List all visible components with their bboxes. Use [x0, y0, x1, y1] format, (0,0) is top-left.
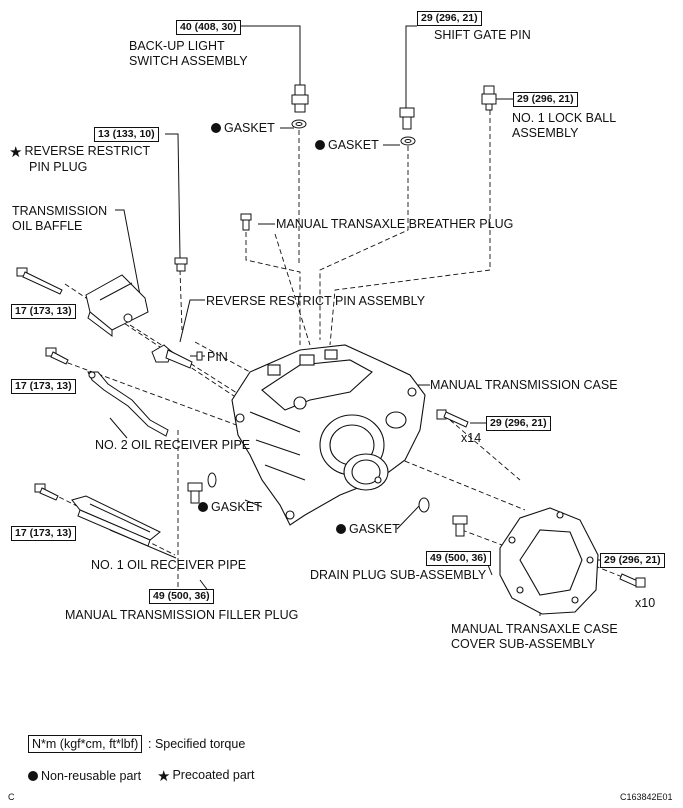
legend-precoated: ★Precoated part — [157, 768, 254, 784]
label-gasket-1: GASKET — [211, 121, 275, 136]
backup-switch-part — [291, 84, 309, 129]
label-gasket-text: GASKET — [349, 522, 400, 536]
torque-box-bolt-baffle: 17 (173, 13) — [11, 304, 76, 319]
label-case-cover: MANUAL TRANSAXLE CASE COVER SUB-ASSEMBLY — [451, 622, 618, 652]
legend-torque-box: N*m (kgf*cm, ft*lbf) — [28, 735, 143, 753]
label-gasket-text: GASKET — [328, 138, 379, 152]
leader-shift-gate-pin — [405, 25, 417, 108]
torque-box-reverse-plug: 13 (133, 10) — [94, 127, 159, 142]
torque-box-shift-gate-pin: 29 (296, 21) — [417, 11, 482, 26]
legend-non-reusable-text: Non-reusable part — [41, 769, 142, 783]
non-reusable-dot-icon — [28, 771, 38, 781]
case-cover-part — [499, 507, 599, 615]
precoated-star-icon: ★ — [9, 144, 23, 161]
label-baffle-line2: OIL BAFFLE — [12, 219, 83, 233]
label-transmission-case: MANUAL TRANSMISSION CASE — [430, 378, 618, 392]
bolt-baffle-part — [16, 267, 63, 295]
shift-gate-pin-part — [399, 107, 416, 146]
reverse-plug-part — [174, 257, 188, 272]
label-gasket-2: GASKET — [315, 138, 379, 153]
label-gasket-text: GASKET — [211, 500, 262, 514]
label-reverse-plug: ★REVERSE RESTRICT PIN PLUG — [9, 144, 150, 175]
label-no2-pipe: NO. 2 OIL RECEIVER PIPE — [95, 438, 251, 452]
label-backup-line2: SWITCH ASSEMBLY — [129, 54, 248, 68]
label-reverse-plug-line2: PIN PLUG — [29, 160, 88, 174]
non-reusable-dot-icon — [198, 502, 208, 512]
torque-box-bolt-no1-pipe: 17 (173, 13) — [11, 526, 76, 541]
legend-torque-text: : Specified torque — [148, 737, 246, 751]
label-shift-gate-pin: SHIFT GATE PIN — [434, 28, 531, 42]
non-reusable-dot-icon — [336, 524, 346, 534]
label-drain-plug: DRAIN PLUG SUB-ASSEMBLY — [310, 568, 487, 582]
torque-box-drain-plug: 49 (500, 36) — [426, 551, 491, 566]
legend-non-reusable: Non-reusable part — [28, 769, 141, 784]
label-cover-line2: COVER SUB-ASSEMBLY — [451, 637, 596, 651]
label-backup-line1: BACK-UP LIGHT — [129, 39, 225, 53]
oil-baffle-part — [85, 274, 149, 337]
torque-box-lock-ball: 29 (296, 21) — [513, 92, 578, 107]
reverse-pin-assembly-part — [151, 344, 203, 369]
corner-letter: C — [8, 792, 15, 802]
label-gasket-text: GASKET — [224, 121, 275, 135]
no1-pipe-part — [71, 495, 161, 547]
precoated-star-icon: ★ — [157, 768, 171, 785]
non-reusable-dot-icon — [211, 123, 221, 133]
figure-code: C163842E01 — [620, 792, 673, 802]
torque-box-case-bolt: 29 (296, 21) — [486, 416, 551, 431]
breather-plug-part — [240, 213, 252, 231]
label-x14: x14 — [461, 431, 482, 445]
legend-precoated-text: Precoated part — [172, 768, 255, 782]
label-breather-plug: MANUAL TRANSAXLE BREATHER PLUG — [276, 217, 514, 231]
leader-backup-switch — [238, 25, 301, 88]
torque-box-filler-plug: 49 (500, 36) — [149, 589, 214, 604]
label-no1-pipe: NO. 1 OIL RECEIVER PIPE — [91, 558, 247, 572]
label-cover-line1: MANUAL TRANSAXLE CASE — [451, 622, 618, 636]
lock-ball-part — [481, 85, 497, 111]
torque-box-cover-bolt: 29 (296, 21) — [600, 553, 665, 568]
no2-pipe-part — [87, 371, 169, 437]
bolt-no2-part — [45, 347, 69, 365]
label-pin: PIN — [207, 350, 228, 364]
transmission-case-part — [231, 344, 426, 526]
label-gasket-4: GASKET — [336, 522, 400, 537]
label-reverse-plug-line1: REVERSE RESTRICT — [24, 144, 151, 158]
label-lock-ball: NO. 1 LOCK BALL ASSEMBLY — [512, 111, 616, 141]
bolt-no1-part — [34, 483, 59, 501]
torque-box-backup-switch: 40 (408, 30) — [176, 20, 241, 35]
label-lock-ball-line1: NO. 1 LOCK BALL — [512, 111, 617, 125]
label-oil-baffle: TRANSMISSION OIL BAFFLE — [12, 204, 107, 234]
label-gasket-3: GASKET — [198, 500, 262, 515]
label-backup-switch: BACK-UP LIGHT SWITCH ASSEMBLY — [129, 39, 248, 69]
non-reusable-dot-icon — [315, 140, 325, 150]
label-baffle-line1: TRANSMISSION — [12, 204, 108, 218]
label-filler-plug: MANUAL TRANSMISSION FILLER PLUG — [65, 608, 299, 622]
cover-bolt-part — [619, 573, 646, 588]
drain-plug-part — [452, 515, 468, 537]
case-bolt-part — [436, 409, 469, 428]
filler-plug-part — [187, 472, 217, 504]
torque-box-bolt-no2-pipe: 17 (173, 13) — [11, 379, 76, 394]
label-lock-ball-line2: ASSEMBLY — [512, 126, 579, 140]
label-x10: x10 — [635, 596, 656, 610]
label-reverse-pin-assembly: REVERSE RESTRICT PIN ASSEMBLY — [206, 294, 426, 308]
